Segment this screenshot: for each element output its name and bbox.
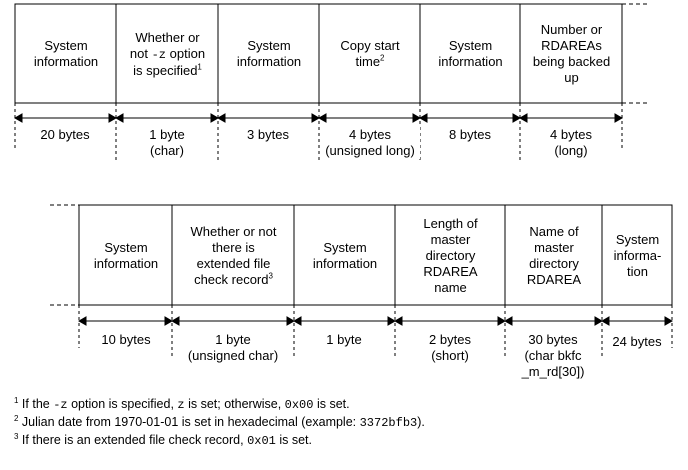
row2-cell-2-size: 1 byte (unsigned char) <box>176 332 290 364</box>
row1-extensions <box>14 103 623 160</box>
row1-cell-1-size: 20 bytes <box>20 127 110 143</box>
row2-cell-6-label: System informa- tion <box>613 231 662 279</box>
row1-cell-4-size: 4 bytes (unsigned long) <box>320 127 420 159</box>
row2-cell-1-size: 10 bytes <box>84 332 168 348</box>
row2-cell-4-size: 2 bytes (short) <box>405 332 495 364</box>
row1-cell-6-label: Number or RDAREAs being backed up <box>532 22 611 85</box>
row1-cell-4-label: Copy start time2 <box>340 38 400 69</box>
row1-size-arrows <box>13 113 624 123</box>
row1-cell-6-size: 4 bytes (long) <box>526 127 616 159</box>
row2-cell-3-size: 1 byte <box>299 332 389 348</box>
footnote-1: 1 If the -z option is specified, z is se… <box>14 395 350 412</box>
row1-cell-2-size: 1 byte (char) <box>122 127 212 159</box>
row1-cell-5-label: System information <box>438 38 503 69</box>
row2-cell-4-label: Length of master directory RDAREA name <box>423 215 478 295</box>
row1-cell-3-label: System information <box>236 38 302 69</box>
row1-cell-2-label: Whether or not -z option is specified1 <box>129 29 206 78</box>
row1-cell-5-size: 8 bytes <box>425 127 515 143</box>
row1-cell-3-size: 3 bytes <box>223 127 313 143</box>
row2-cell-5-label: Name of master directory RDAREA <box>526 223 582 287</box>
row2-cell-2-label: Whether or not there is extended file ch… <box>190 223 277 287</box>
row2-cell-5-size: 30 bytes (char bkfc _m_rd[30]) <box>508 332 598 380</box>
row2-cell-1-label: System information <box>93 239 159 271</box>
row2-cell-3-label: System information <box>312 239 378 271</box>
footnote-2: 2 Julian date from 1970-01-01 is set in … <box>14 413 425 430</box>
row1-cell-1-label: System information <box>33 38 99 69</box>
footnote-3: 3 If there is an extended file check rec… <box>14 431 312 448</box>
row2-cell-6-size: 24 bytes <box>605 334 669 350</box>
row2-size-arrows <box>77 316 674 326</box>
row2-box <box>78 204 673 306</box>
row2-extensions <box>78 305 673 358</box>
